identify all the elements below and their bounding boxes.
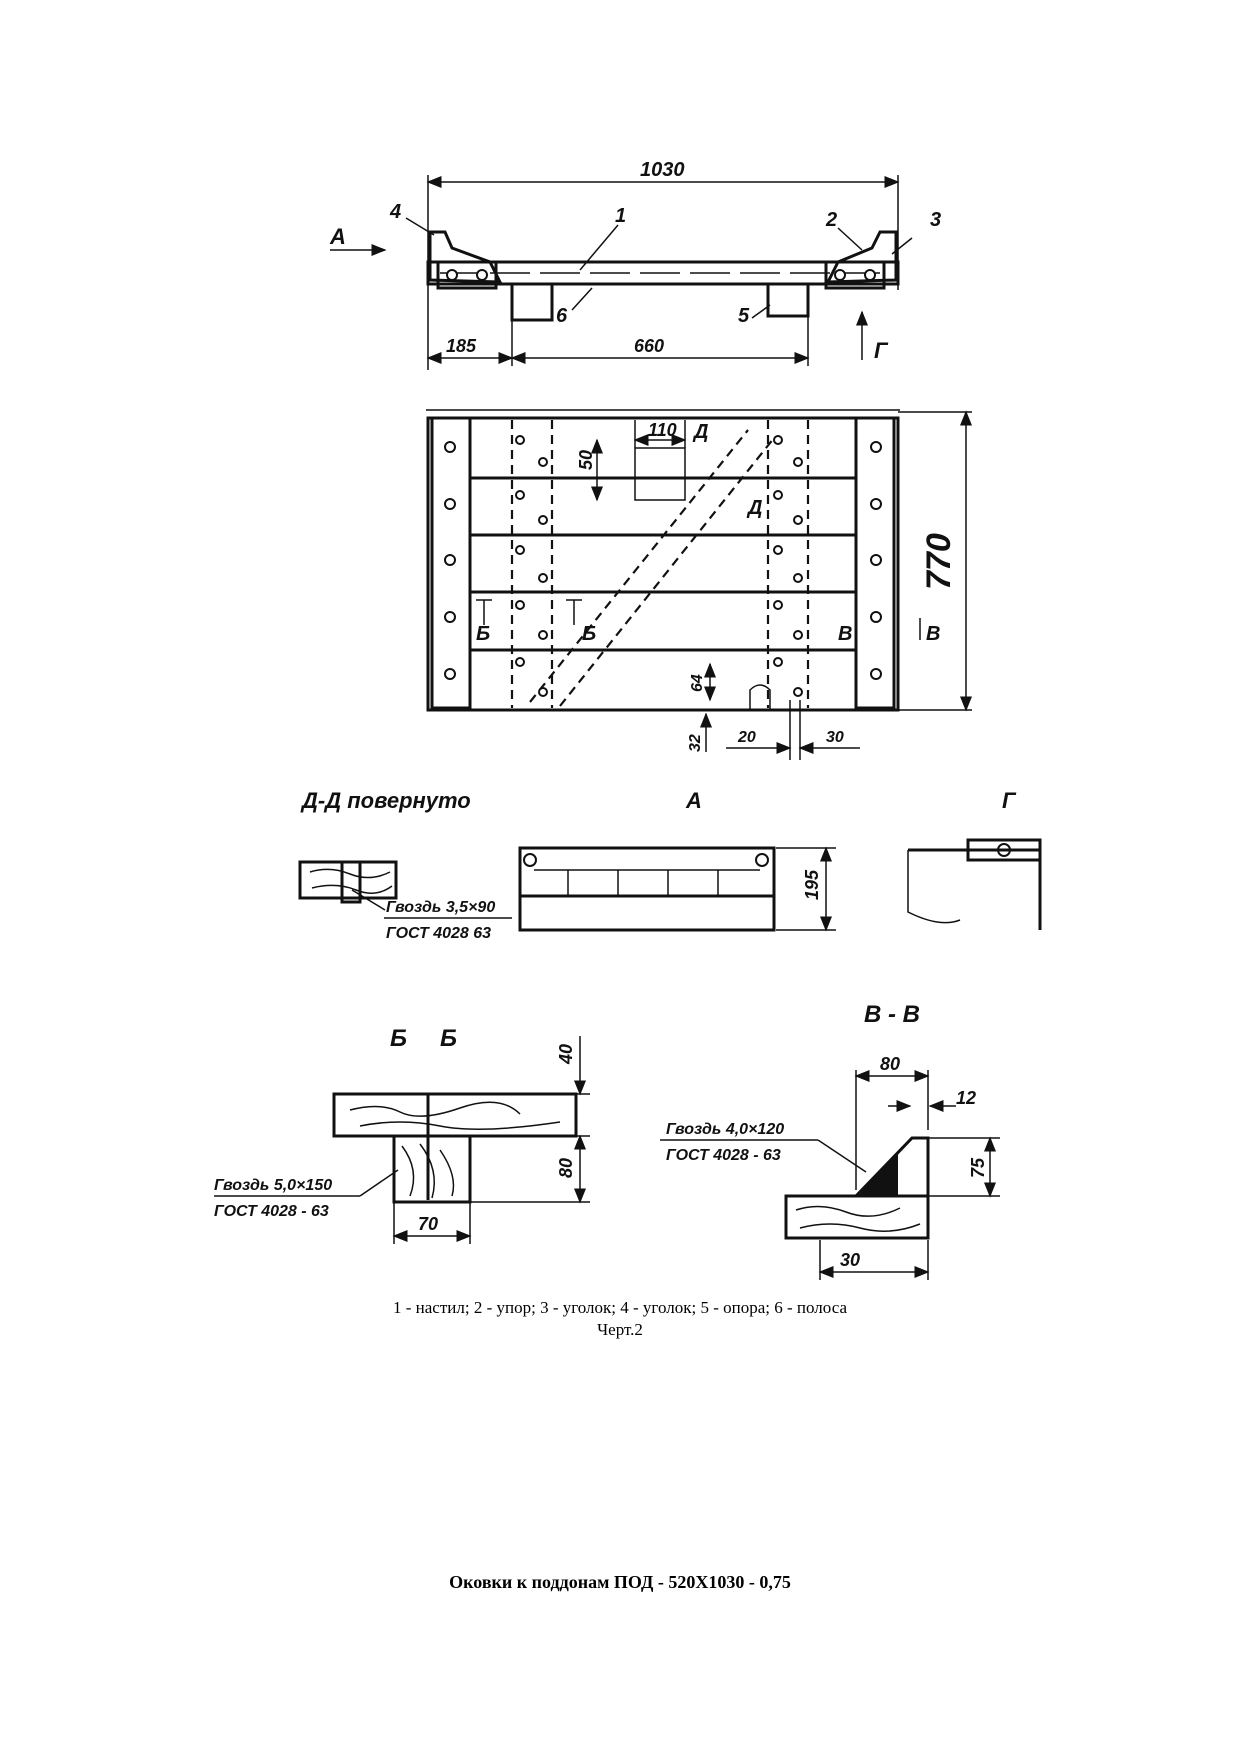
section-vv-title: В - В [864, 1001, 920, 1028]
section-mark-v-left: В [838, 623, 852, 645]
figure-label: Черт.2 [597, 1320, 643, 1339]
callout-6: 6 [556, 305, 568, 327]
front-view: 1030 1 2 3 4 5 6 А Г [329, 159, 941, 370]
dim-1030: 1030 [640, 159, 685, 181]
view-g-title: Г [1002, 788, 1017, 813]
section-bb-title-right: Б [440, 1025, 457, 1052]
section-mark-b-right: Б [582, 623, 596, 645]
section-mark-d-upper: Д [692, 421, 708, 443]
dim-50: 50 [576, 450, 596, 470]
callout-2: 2 [825, 209, 837, 231]
view-a-arrow-label: А [329, 224, 346, 249]
dim-30: 30 [826, 729, 844, 746]
view-a-title: А [685, 788, 702, 813]
figure-legend: 1 - настил; 2 - упор; 3 - уголок; 4 - уг… [393, 1298, 847, 1317]
dim-80-vv: 80 [880, 1054, 900, 1074]
dim-64: 64 [689, 674, 706, 692]
dim-32: 32 [687, 734, 704, 752]
dim-12: 12 [956, 1088, 976, 1108]
plan-view: 770 110 50 Д Д Б Б В В 64 32 20 30 [426, 409, 972, 760]
section-bb: Б Б 40 80 70 Гвоздь 5,0×150 ГОСТ 4028 - … [214, 1025, 590, 1244]
technical-drawing: 1030 1 2 3 4 5 6 А Г [214, 159, 1042, 1280]
section-dd-nail: Гвоздь 3,5×90 [386, 899, 495, 916]
callout-3: 3 [930, 209, 941, 231]
view-g-arrow-label: Г [874, 338, 889, 363]
callout-4: 4 [389, 201, 401, 223]
view-a: А 195 [518, 788, 836, 932]
dim-40: 40 [556, 1044, 576, 1065]
section-mark-v-right: В [926, 623, 940, 645]
section-vv-nail: Гвоздь 4,0×120 [666, 1121, 784, 1138]
callout-1: 1 [615, 205, 626, 227]
dim-75: 75 [968, 1157, 988, 1178]
section-mark-b-left: Б [476, 623, 490, 645]
section-bb-title-left: Б [390, 1025, 407, 1052]
section-dd-standard: ГОСТ 4028 63 [386, 925, 491, 942]
section-bb-standard: ГОСТ 4028 - 63 [214, 1203, 329, 1220]
dim-20: 20 [737, 729, 756, 746]
dim-195: 195 [802, 869, 822, 900]
dim-185: 185 [446, 336, 477, 356]
section-bb-nail: Гвоздь 5,0×150 [214, 1177, 332, 1194]
dim-660: 660 [634, 336, 664, 356]
view-g: Г [907, 788, 1042, 930]
section-vv-standard: ГОСТ 4028 - 63 [666, 1147, 781, 1164]
dim-110: 110 [648, 420, 677, 440]
section-dd-title: Д-Д повернуто [300, 788, 471, 813]
dim-70: 70 [418, 1214, 438, 1234]
page-title: Оковки к поддонам ПОД - 520Х1030 - 0,75 [449, 1572, 791, 1592]
dim-30-vv: 30 [840, 1250, 860, 1270]
dim-770: 770 [920, 533, 958, 590]
section-dd: Д-Д повернуто Гвоздь 3,5×90 ГОСТ 4028 63 [298, 788, 512, 942]
dim-80-bb: 80 [556, 1158, 576, 1178]
section-vv: В - В 80 12 75 30 Гвоздь 4,0×120 ГОСТ 40… [660, 1001, 1000, 1280]
callout-5: 5 [738, 305, 750, 327]
section-mark-d-lower: Д [746, 497, 762, 519]
